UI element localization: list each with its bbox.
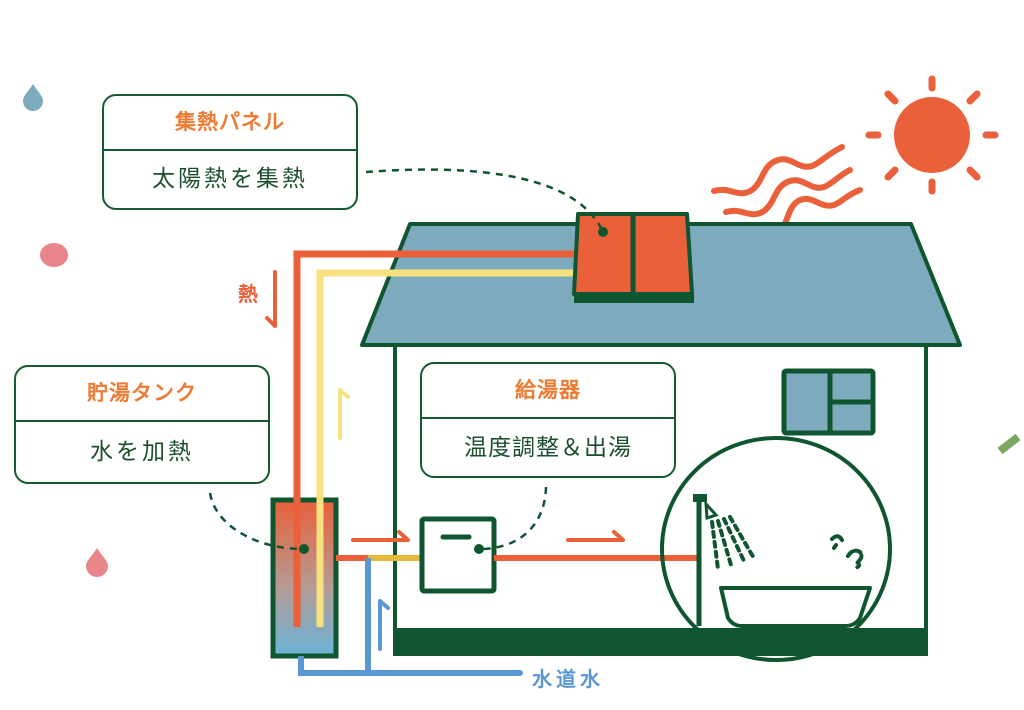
heat-label: 熱: [238, 282, 258, 306]
callout-description: 水を加熱: [90, 439, 194, 465]
confetti-dash: [997, 433, 1021, 455]
callout-description: 温度調整＆出湯: [464, 435, 632, 461]
callout-description: 太陽熱を集熱: [152, 166, 308, 192]
callout-title: 給湯器: [515, 378, 581, 402]
arrow-hot-flow-icon: [351, 530, 410, 542]
tap-water-label: 水道水: [532, 667, 604, 691]
shower-bathtub-icon: [660, 436, 892, 662]
window-icon: [781, 368, 876, 436]
arrow-tap-water-up-icon: [378, 599, 390, 651]
callout-divider: [16, 420, 268, 422]
solar-collector-icon: [572, 212, 694, 303]
sun-icon: [865, 75, 999, 195]
callout-collector-panel: 集熱パネル 太陽熱を集熱: [102, 94, 358, 210]
house-floor: [393, 628, 928, 656]
water-tank-icon: [270, 480, 339, 659]
tap-water-pipe: [298, 558, 371, 676]
water-heater-icon: [419, 516, 497, 594]
callout-water-heater: 給湯器 温度調整＆出湯: [420, 362, 676, 478]
callout-title: 集熱パネル: [175, 110, 285, 134]
water-drop-icon: [23, 84, 43, 111]
arrow-hot-flow-icon: [566, 530, 625, 542]
callout-storage-tank: 貯湯タンク 水を加熱: [14, 365, 270, 484]
arrow-heat-down-icon: [265, 270, 277, 328]
pink-dot: [40, 243, 68, 267]
water-drop-icon: [86, 548, 108, 577]
leader-line-collector: [365, 168, 603, 229]
callout-divider: [422, 417, 674, 419]
callout-title: 貯湯タンク: [87, 381, 197, 405]
callout-divider: [104, 149, 356, 151]
arrow-return-up-icon: [338, 388, 350, 440]
